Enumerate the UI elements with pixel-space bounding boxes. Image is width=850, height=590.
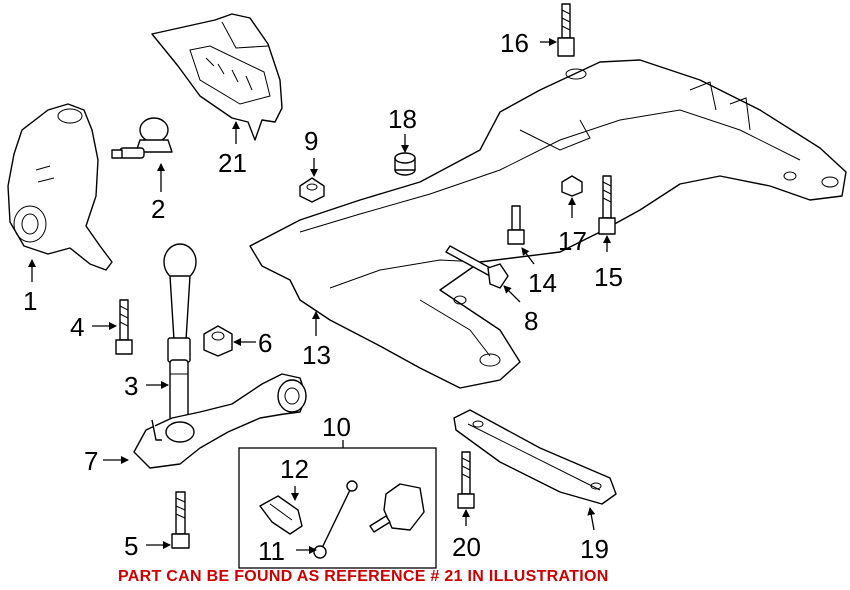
callout-21: 21 <box>218 148 247 178</box>
callout-11: 11 <box>258 536 285 566</box>
callout-18: 18 <box>388 104 417 134</box>
reference-note: PART CAN BE FOUND AS REFERENCE # 21 IN I… <box>118 568 609 585</box>
height-sensor <box>369 483 425 533</box>
part-14-bolt <box>507 205 525 245</box>
callout-10: 10 <box>322 412 351 442</box>
part-20-bolt <box>457 451 475 509</box>
part-3-strut <box>163 243 197 421</box>
part-7-control-arm <box>133 373 307 469</box>
callout-2: 2 <box>151 194 165 224</box>
part-2-ball-joint <box>111 117 173 159</box>
callout-15: 15 <box>594 262 623 292</box>
callout-7: 7 <box>84 446 98 476</box>
callout-4: 4 <box>70 312 84 342</box>
callout-labels: 1 2 3 4 5 6 7 8 9 10 11 12 13 14 15 16 1… <box>23 28 623 566</box>
callout-1: 1 <box>23 286 37 316</box>
callout-16: 16 <box>500 28 529 58</box>
callout-5: 5 <box>124 531 138 561</box>
callout-14: 14 <box>528 268 557 298</box>
callout-9: 9 <box>304 126 318 156</box>
callout-19: 19 <box>580 534 609 564</box>
part-4-bolt <box>115 299 133 355</box>
part-15-bolt <box>598 175 616 235</box>
callout-6: 6 <box>258 328 272 358</box>
callout-3: 3 <box>124 371 138 401</box>
leader-lines <box>28 38 611 554</box>
part-6-nut <box>203 325 233 357</box>
part-5-bolt <box>171 491 190 549</box>
part-13-subframe <box>249 59 847 389</box>
callout-13: 13 <box>302 340 331 370</box>
part-18-bushing <box>394 152 416 176</box>
callout-17: 17 <box>558 226 587 256</box>
callout-20: 20 <box>452 532 481 562</box>
part-16-bolt <box>557 3 575 57</box>
part-21-shield <box>151 13 283 141</box>
part-8-bolt <box>445 245 509 289</box>
part-11-link <box>313 480 358 559</box>
part-1-steering-knuckle <box>7 103 113 271</box>
part-10-group-box <box>238 440 437 569</box>
part-19-brace <box>453 409 617 505</box>
callout-8: 8 <box>524 306 538 336</box>
part-9-nut <box>299 177 325 203</box>
part-17-nut <box>561 175 583 197</box>
callout-12: 12 <box>280 454 309 484</box>
part-12-bracket <box>259 495 303 535</box>
